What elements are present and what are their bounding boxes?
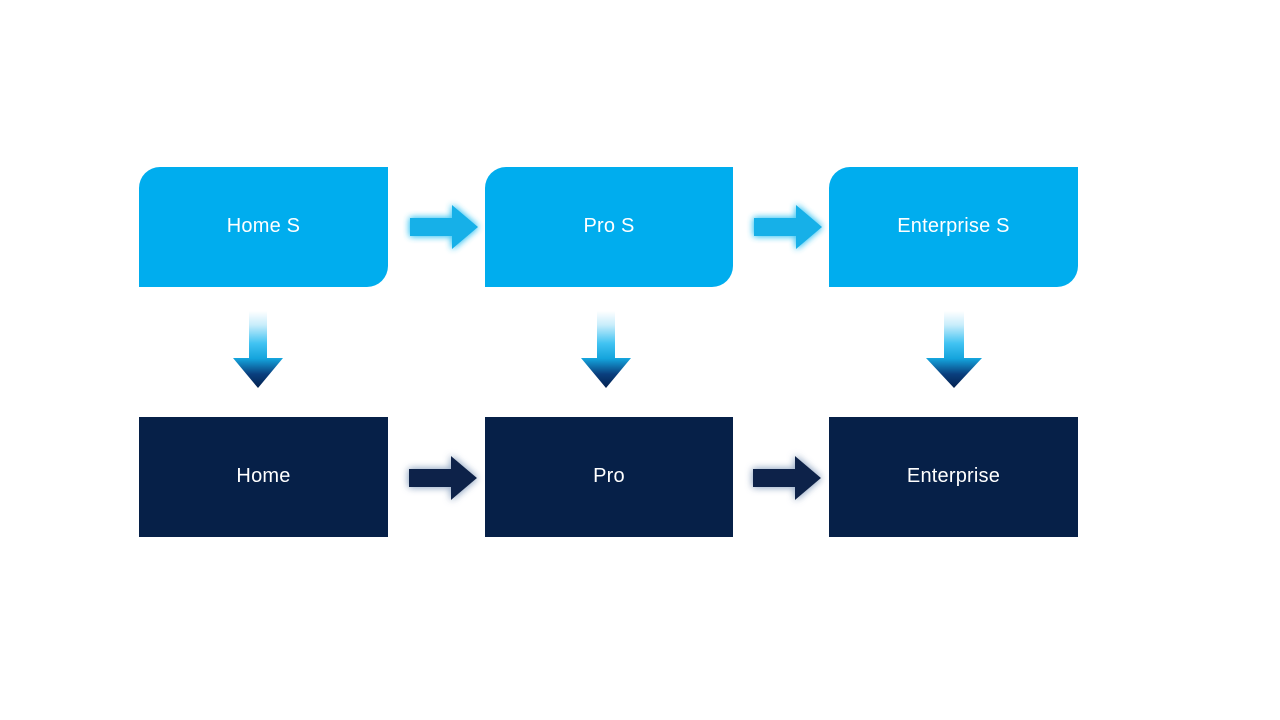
node-home-s[interactable]: Home S [139,167,388,287]
node-label: Pro [593,465,625,487]
node-enterprise[interactable]: Enterprise [829,417,1078,537]
node-home[interactable]: Home [139,417,388,537]
node-label: Home [236,465,291,487]
node-pro-s[interactable]: Pro S [485,167,733,287]
node-enterprise-s[interactable]: Enterprise S [829,167,1078,287]
node-pro[interactable]: Pro [485,417,733,537]
arrow-right-icon-pro-to-enterprise [750,452,824,504]
node-label: Enterprise S [897,215,1010,237]
arrow-down-icon-enterprise-s-to-enterprise [925,311,983,389]
arrow-right-icon-home-to-pro [406,452,480,504]
node-label: Pro S [583,215,635,237]
arrow-right-icon-pro-s-to-enterprise-s [752,202,824,252]
node-label: Home S [226,215,301,237]
arrow-down-icon-pro-s-to-pro [580,311,632,389]
arrow-right-icon-home-s-to-pro-s [408,202,480,252]
arrow-down-icon-home-s-to-home [232,311,284,389]
node-label: Enterprise [906,465,1001,487]
